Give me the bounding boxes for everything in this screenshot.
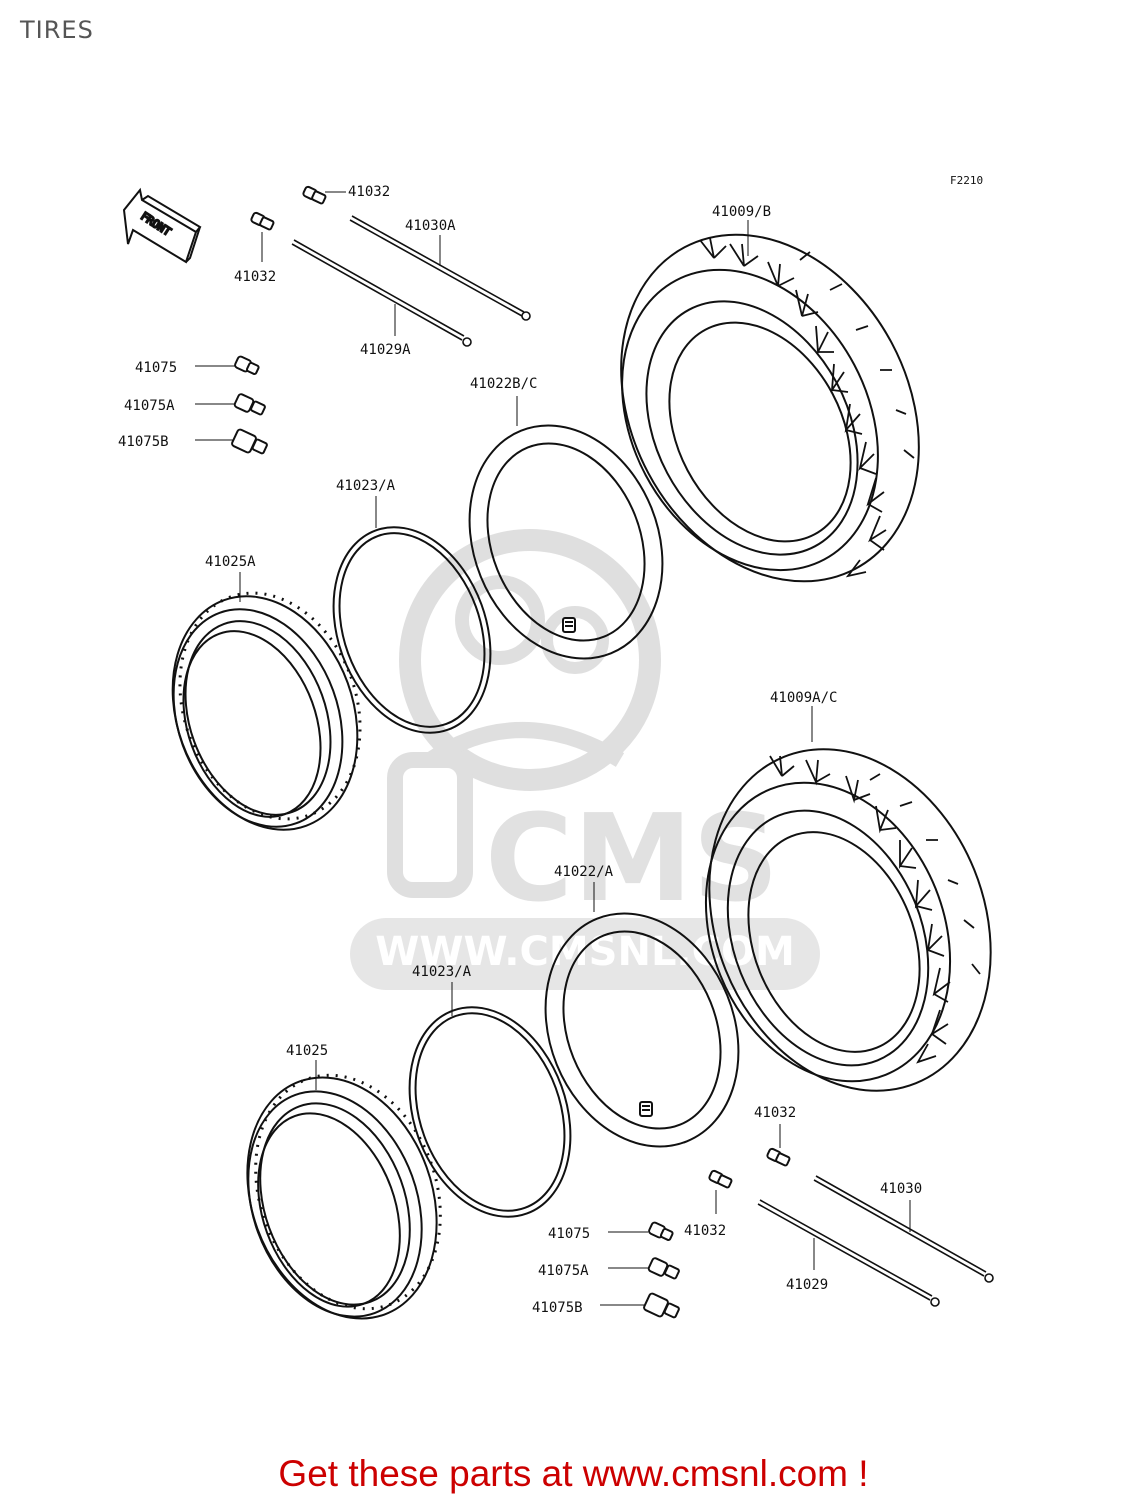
spoke-41030a — [349, 215, 531, 321]
exploded-parts-diagram: CMS WWW.CMSNL.COM FRONT F2210 41032 4103… — [118, 174, 994, 1320]
watermark-logo-text: CMS — [485, 790, 779, 929]
label-41025: 41025 — [286, 1043, 328, 1059]
rim-41025 — [246, 1073, 442, 1320]
valve-cap-41032-c — [766, 1147, 791, 1167]
front-arrow-icon: FRONT — [122, 187, 202, 264]
nipple-41075b-top — [231, 428, 268, 455]
label-41023a-top: 41023/A — [336, 478, 396, 494]
label-41022a: 41022/A — [554, 864, 614, 880]
label-41009ac: 41009A/C — [770, 690, 837, 706]
promo-banner: Get these parts at www.cmsnl.com ! — [0, 1453, 1147, 1495]
label-41032-d: 41032 — [684, 1223, 726, 1239]
tire-41009b — [620, 233, 920, 583]
rim-band-41023a-bottom — [408, 1006, 572, 1218]
label-41075b-bottom: 41075B — [532, 1300, 583, 1316]
label-41032-a: 41032 — [348, 184, 390, 200]
label-41075a-top: 41075A — [124, 398, 175, 414]
label-41022bc: 41022B/C — [470, 376, 537, 392]
valve-cap-41032-b — [250, 211, 275, 231]
spoke-41030 — [813, 1175, 994, 1283]
label-41023a-bottom: 41023/A — [412, 964, 472, 980]
label-41032-b: 41032 — [234, 269, 276, 285]
label-41009b: 41009/B — [712, 204, 771, 220]
nipple-41075b-bottom — [643, 1292, 680, 1319]
nipple-41075-bottom — [648, 1221, 674, 1241]
rim-band-41023a-top — [332, 526, 492, 734]
page-title: TIRES — [20, 16, 94, 44]
figure-code: F2210 — [950, 174, 983, 187]
label-41030a: 41030A — [405, 218, 456, 234]
cms-watermark: CMS WWW.CMSNL.COM — [350, 529, 820, 990]
nipple-41075a-bottom — [647, 1257, 680, 1280]
label-41030: 41030 — [880, 1181, 922, 1197]
label-41075-top: 41075 — [135, 360, 177, 376]
nipple-41075-top — [234, 355, 260, 375]
label-41025a: 41025A — [205, 554, 256, 570]
label-41075a-bottom: 41075A — [538, 1263, 589, 1279]
valve-cap-41032-d — [708, 1169, 733, 1189]
tube-41022bc — [468, 424, 664, 660]
tire-41009ac — [704, 748, 992, 1092]
promo-link[interactable]: Get these parts at www.cmsnl.com ! — [278, 1453, 869, 1494]
label-41075-bottom: 41075 — [548, 1226, 590, 1242]
label-41029a: 41029A — [360, 342, 411, 358]
label-41075b-top: 41075B — [118, 434, 169, 450]
label-41029: 41029 — [786, 1277, 828, 1293]
rim-41025a — [171, 591, 362, 831]
spoke-41029a — [291, 239, 472, 347]
spoke-41029 — [757, 1199, 940, 1307]
nipple-41075a-top — [233, 393, 266, 416]
tube-41022a — [544, 912, 740, 1148]
label-41032-c: 41032 — [754, 1105, 796, 1121]
valve-cap-41032-a — [302, 185, 327, 205]
